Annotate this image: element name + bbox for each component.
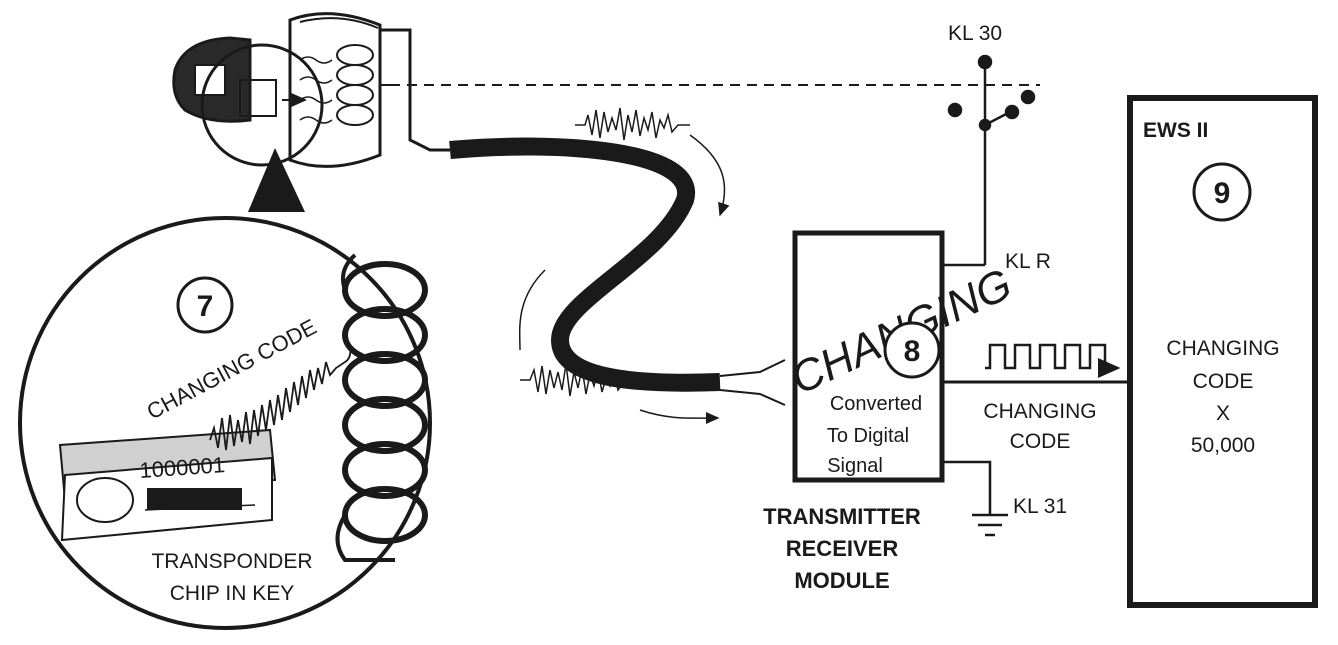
module-line-2: To Digital xyxy=(827,425,909,447)
module-caption-3: MODULE xyxy=(794,568,889,593)
signal-label-1: CHANGING xyxy=(983,400,1096,423)
ews-number: 9 xyxy=(1214,177,1231,210)
ignition-coil-assembly xyxy=(172,12,450,168)
kl31-label: KL 31 xyxy=(1013,495,1067,518)
module-line-3: Signal xyxy=(827,455,883,477)
key-number-circle xyxy=(176,276,234,334)
module-caption-1: TRANSMITTER xyxy=(763,504,921,529)
digital-pulse-signal xyxy=(985,343,1121,378)
module-number: 8 xyxy=(904,335,921,368)
kl30-switch xyxy=(940,54,1036,267)
kl31-ground xyxy=(942,460,1008,537)
flow-arrow-lower xyxy=(639,409,720,425)
key-number: 7 xyxy=(197,290,214,323)
module-number-circle xyxy=(883,321,941,379)
flow-arrow-upper xyxy=(689,134,730,217)
key-coil xyxy=(335,253,428,562)
rf-signal-wave-lower xyxy=(520,363,640,397)
transponder-chip xyxy=(58,428,277,542)
magnifier-pointer xyxy=(248,148,305,212)
key-caption-1: TRANSPONDER xyxy=(151,550,312,573)
module-line-1: Converted xyxy=(830,393,922,415)
flow-arc-left xyxy=(518,269,546,351)
key-signal-wave xyxy=(209,344,352,451)
klr-label: KL R xyxy=(1005,250,1051,273)
ews-line-1: CHANGING xyxy=(1166,337,1279,360)
antenna-cable xyxy=(449,137,721,392)
chip-code: 1000001 xyxy=(139,452,226,483)
signal-label-2: CODE xyxy=(1010,430,1071,453)
module-caption-2: RECEIVER xyxy=(786,536,899,561)
ews-title: EWS II xyxy=(1143,119,1208,142)
ews-line-4: 50,000 xyxy=(1191,434,1255,457)
ews-number-circle xyxy=(1192,162,1252,222)
kl30-label: KL 30 xyxy=(948,22,1002,45)
key-caption-2: CHIP IN KEY xyxy=(170,582,294,605)
ews-line-3: X xyxy=(1216,402,1230,425)
rf-signal-wave-upper xyxy=(575,107,690,141)
ews-line-2: CODE xyxy=(1193,370,1254,393)
